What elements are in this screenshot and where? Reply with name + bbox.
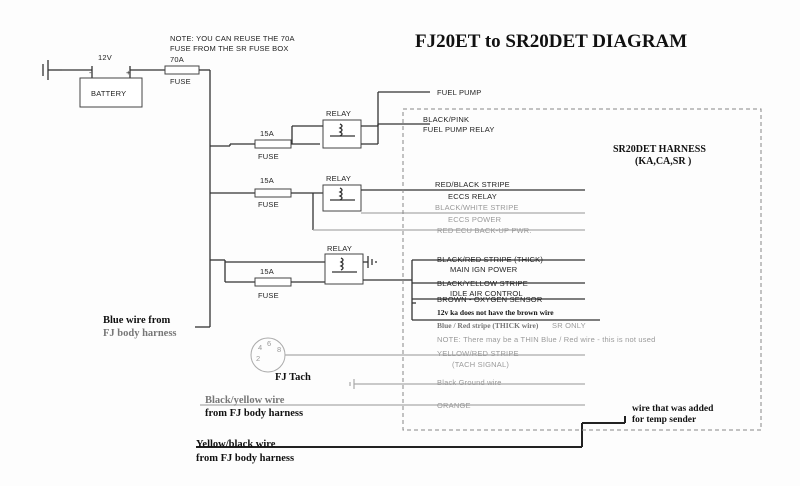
wire-fuel-pump: FUEL PUMP — [437, 88, 481, 97]
battery-ground-icon — [42, 60, 62, 80]
battery-voltage: 12V — [98, 53, 112, 62]
note-line-2: FUSE FROM THE SR FUSE BOX — [170, 44, 289, 53]
relay-1-label: RELAY — [326, 109, 351, 118]
relay-3 — [324, 253, 364, 285]
yellow-black-label-2: from FJ body harness — [196, 453, 294, 464]
note-line-1: NOTE: YOU CAN REUSE THE 70A — [170, 34, 295, 43]
main-fuse-label: FUSE — [170, 77, 191, 86]
battery-label: BATTERY — [91, 89, 126, 98]
black-yellow-label-2: from FJ body harness — [205, 408, 303, 419]
harness-subtitle: (KA,CA,SR ) — [635, 156, 691, 167]
fuse-2 — [254, 188, 292, 198]
fuse-3-label: FUSE — [258, 291, 279, 300]
tach-digit-8: 8 — [277, 345, 281, 354]
battery-neg: - — [89, 68, 92, 77]
wire-tach-signal: (TACH SIGNAL) — [452, 360, 509, 369]
blue-wire-label-1: Blue wire from — [103, 315, 171, 326]
yellow-black-label-1: Yellow/black wire — [196, 439, 276, 450]
added-wire-2: for temp sender — [632, 415, 697, 425]
black-ground-icon — [349, 379, 355, 389]
wire-fuel-pump-relay: FUEL PUMP RELAY — [423, 125, 495, 134]
harness-title: SR20DET HARNESS — [613, 144, 706, 155]
diagram-title: FJ20ET to SR20DET DIAGRAM — [415, 31, 687, 52]
fuse-1-label: FUSE — [258, 152, 279, 161]
relay-3-label: RELAY — [327, 244, 352, 253]
tach-digit-2: 2 — [256, 354, 260, 363]
blue-wire-label-2: FJ body harness — [103, 328, 177, 339]
wire-black-ground: Black Ground wire — [437, 378, 502, 387]
wire-eccs-relay: ECCS RELAY — [448, 192, 497, 201]
tach-digit-4: 4 — [258, 343, 262, 352]
wire-idle-air: IDLE AIR CONTROL — [450, 289, 523, 298]
wire-ka-note: 12v ka does not have the brown wire — [437, 308, 554, 317]
main-fuse — [164, 65, 200, 75]
tach-gauge-icon: 2 4 6 8 — [250, 337, 286, 373]
wire-black-pink: BLACK/PINK — [423, 115, 469, 124]
fuse-1-rating: 15A — [260, 129, 274, 138]
wire-black-white: BLACK/WHITE STRIPE — [435, 203, 519, 212]
wire-black-yellow: BLACK/YELLOW STRIPE — [437, 279, 528, 288]
fuse-1 — [254, 139, 292, 149]
sr20det-harness-box — [402, 108, 762, 431]
wire-yellow-red: YELLOW/RED STRIPE — [437, 349, 519, 358]
fj-tach-label: FJ Tach — [275, 372, 311, 383]
wire-eccs-power: ECCS POWER — [448, 215, 502, 224]
wire-black-red: BLACK/RED STRIPE (THICK) — [437, 255, 543, 264]
wire-main-ign: MAIN IGN POWER — [450, 265, 518, 274]
fuse-3-rating: 15A — [260, 267, 274, 276]
wire-red-black: RED/BLACK STRIPE — [435, 180, 510, 189]
battery-box — [79, 77, 143, 108]
fuse-3 — [254, 277, 292, 287]
tach-digit-6: 6 — [267, 339, 271, 348]
main-fuse-rating: 70A — [170, 55, 184, 64]
added-wire-1: wire that was added — [632, 404, 714, 414]
wire-sr-only: SR ONLY — [552, 321, 586, 330]
fuse-2-label: FUSE — [258, 200, 279, 209]
fuse-2-rating: 15A — [260, 176, 274, 185]
wire-red-ecu: RED ECU BACK-UP PWR. — [437, 226, 532, 235]
battery-pos: + — [126, 68, 131, 77]
relay-2-label: RELAY — [326, 174, 351, 183]
relay-ground-icon — [367, 256, 377, 268]
black-yellow-label-1: Black/yellow wire — [205, 395, 285, 406]
wire-brown: BROWN - OXYGEN SENSOR — [437, 295, 543, 304]
wire-blue-red: Blue / Red stripe (THICK wire) — [437, 321, 539, 330]
wire-thin-note: NOTE: There may be a THIN Blue / Red wir… — [437, 335, 655, 344]
wire-orange: ORANGE — [437, 401, 471, 410]
